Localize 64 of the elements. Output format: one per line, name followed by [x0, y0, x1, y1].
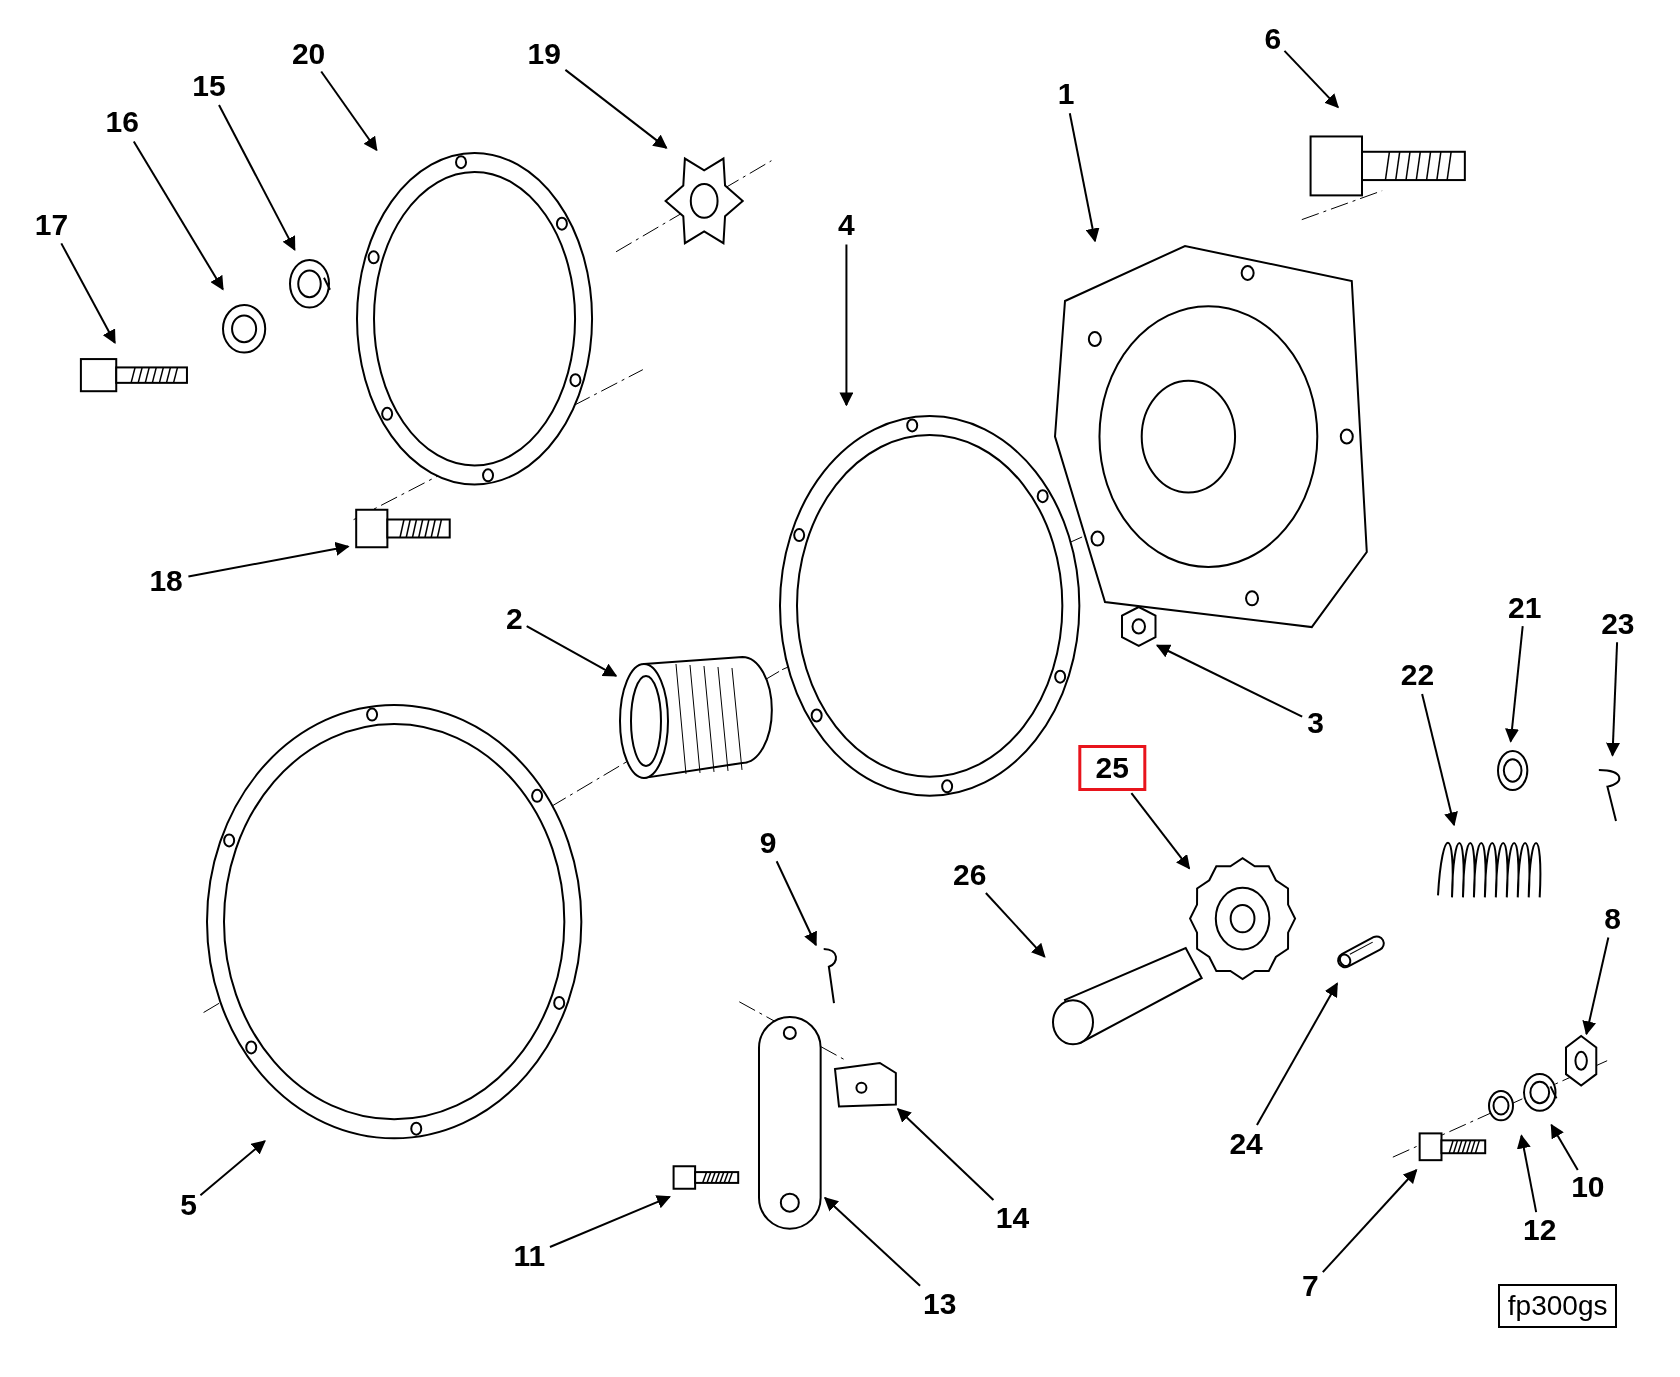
- callout-number: 8: [1602, 903, 1623, 936]
- leader-line: [60, 242, 116, 345]
- callout-number: 22: [1398, 659, 1437, 691]
- callout-number: 4: [836, 209, 857, 241]
- callout-number: 1: [1055, 78, 1077, 111]
- leader-line: [839, 243, 854, 407]
- callout-number: 19: [525, 37, 563, 70]
- gasket-drawing: [353, 150, 595, 488]
- leader-line: [1283, 49, 1339, 109]
- leader-line: [984, 891, 1046, 958]
- leader-line: [1068, 112, 1100, 243]
- leader-line: [525, 625, 618, 677]
- callout-number: 25: [1078, 745, 1146, 792]
- snap-ring-drawing: [287, 257, 333, 311]
- callout-number: 2: [503, 603, 525, 636]
- leader-line: [320, 70, 378, 152]
- leader-line: [1130, 792, 1191, 870]
- callout-number: 3: [1305, 707, 1327, 740]
- callout-number: 21: [1505, 591, 1544, 624]
- leader-line: [1606, 641, 1620, 757]
- figure-code: fp300gs: [1497, 1283, 1618, 1328]
- callout-number: 26: [950, 859, 989, 892]
- leader-line: [564, 68, 668, 149]
- leader-line: [1155, 644, 1304, 718]
- callout-number: 16: [103, 106, 141, 139]
- callout-number: 7: [1300, 1269, 1321, 1302]
- o-ring-drawing: [1494, 747, 1530, 793]
- washer-drawing: [1486, 1087, 1517, 1123]
- leader-line: [1255, 982, 1339, 1127]
- gear-drawing: [1189, 857, 1297, 981]
- washer-drawing: [219, 302, 268, 356]
- leader-line: [187, 541, 350, 578]
- callout-number: 23: [1599, 607, 1637, 640]
- callout-number: 5: [178, 1189, 199, 1222]
- leader-line: [548, 1195, 671, 1249]
- callout-number: 24: [1227, 1128, 1265, 1161]
- callout-number: 9: [757, 827, 779, 860]
- leader-line: [1516, 1134, 1538, 1214]
- leader-line: [132, 140, 224, 291]
- callout-number: 14: [993, 1202, 1032, 1235]
- leader-line: [896, 1107, 995, 1201]
- callout-number: 13: [920, 1287, 959, 1320]
- callout-number: 11: [511, 1239, 548, 1272]
- plug-drawing: [1119, 605, 1158, 649]
- callout-number: 10: [1569, 1171, 1607, 1204]
- callout-number: 18: [147, 564, 185, 597]
- lock-washer-drawing: [1521, 1071, 1559, 1115]
- callout-number: 17: [32, 209, 71, 241]
- callout-number: 6: [1262, 22, 1284, 55]
- gasket-drawing: [203, 701, 584, 1142]
- leader-line: [218, 104, 296, 251]
- leader-line: [199, 1140, 266, 1197]
- leader-line: [1550, 1123, 1579, 1171]
- gasket-drawing: [776, 412, 1083, 799]
- leader-line: [1321, 1169, 1418, 1274]
- nut-drawing: [1564, 1033, 1599, 1088]
- leader-line: [1421, 693, 1458, 827]
- leader-line: [1505, 625, 1524, 743]
- leader-line: [823, 1196, 922, 1287]
- leader-line: [1582, 936, 1610, 1036]
- callout-number: 12: [1520, 1214, 1559, 1246]
- callout-number: 20: [289, 37, 328, 70]
- callout-number: 15: [190, 69, 228, 102]
- leader-line: [775, 860, 817, 947]
